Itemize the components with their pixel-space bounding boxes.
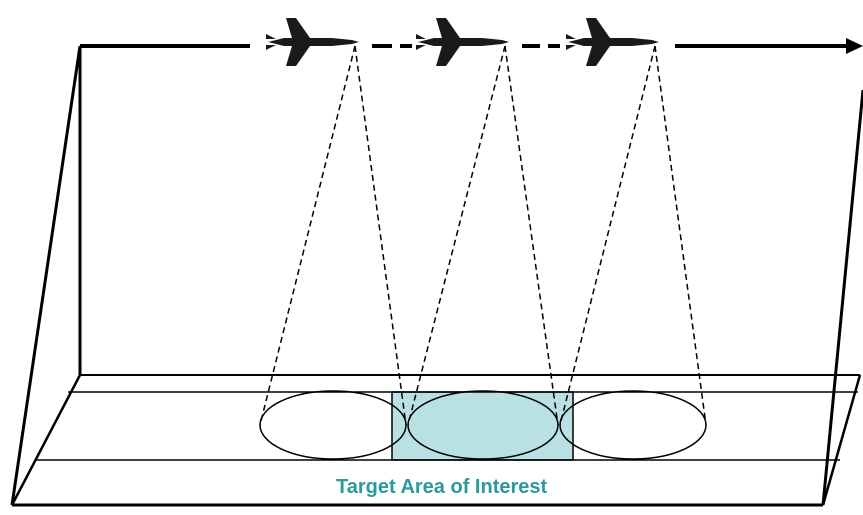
- left-coverage-footprint: [259, 390, 407, 460]
- center-coverage-footprint: [407, 390, 559, 460]
- frame-floor-right: [821, 374, 862, 506]
- sensor-cones: [259, 45, 707, 426]
- right-coverage-footprint: [559, 390, 707, 460]
- aircraft-3: [566, 18, 659, 66]
- frame-left-slant: [10, 45, 82, 506]
- fighter-jet-icon: [416, 18, 509, 66]
- fighter-jet-icon: [566, 18, 659, 66]
- frame-floor-left: [10, 374, 82, 506]
- aircraft-2: [416, 18, 509, 66]
- frame-right-slant: [821, 89, 863, 506]
- aircraft-1: [266, 18, 359, 66]
- fighter-jet-icon: [266, 18, 359, 66]
- arrow-head-icon: [846, 38, 863, 54]
- target-area-label: Target Area of Interest: [336, 476, 548, 498]
